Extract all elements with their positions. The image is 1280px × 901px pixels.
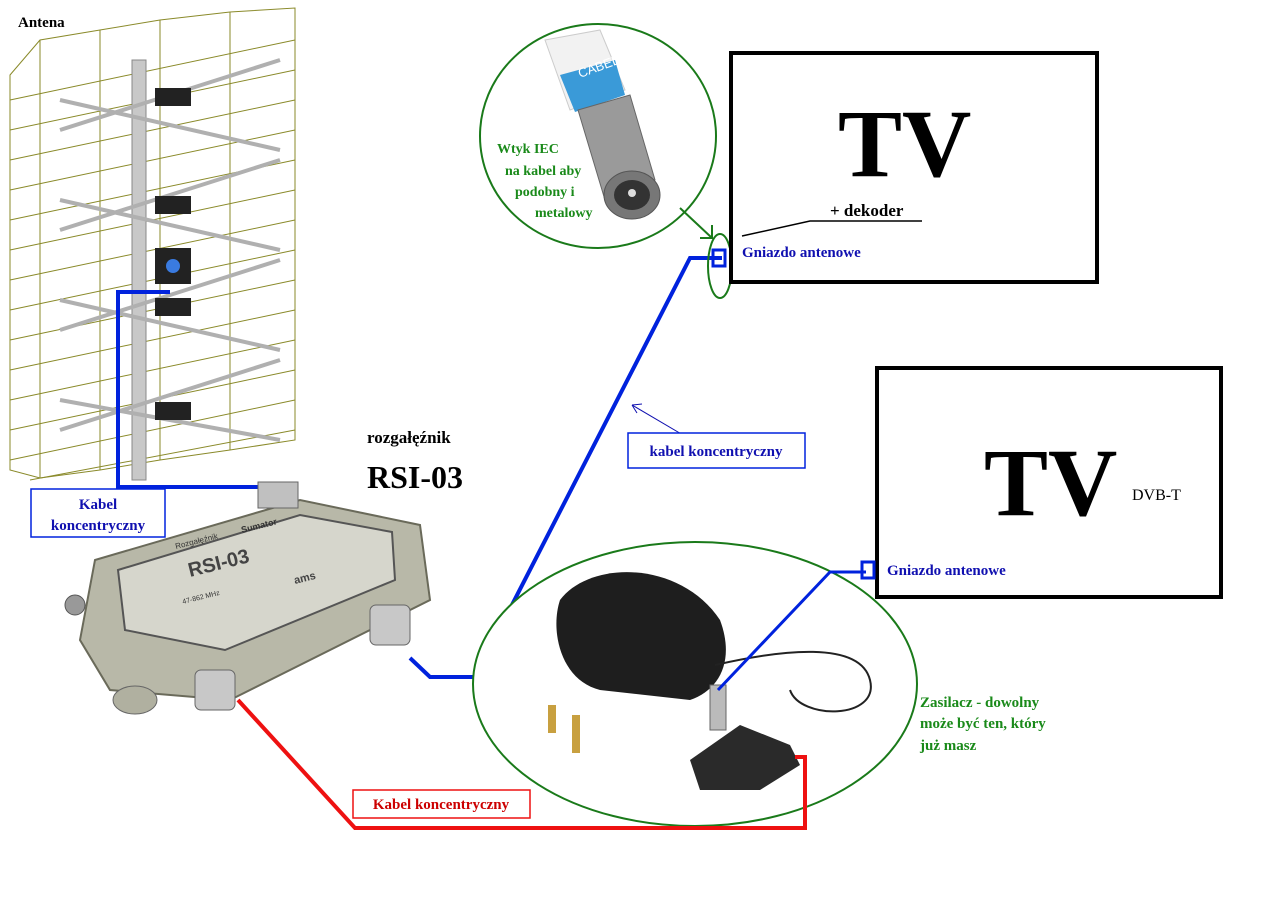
- power-supply-note: Zasilacz - dowolny może być ten, który j…: [919, 695, 1050, 754]
- cable-power-tv2: [716, 570, 866, 692]
- tv1-box: [729, 51, 1099, 284]
- power-supply-illustration: [548, 572, 872, 790]
- tv2-socket-label: Gniazdo antenowe: [887, 563, 1006, 579]
- antenna-illustration: [9, 7, 296, 481]
- tv2-box: [875, 366, 1223, 599]
- cable-bottom-label-box: [352, 789, 531, 819]
- tv2-title: TV: [984, 429, 1117, 536]
- tv1-title: TV: [838, 90, 971, 197]
- antenna-label: Antena: [18, 15, 65, 31]
- tv1-socket-connector: [711, 248, 727, 268]
- arrow-icon: [679, 207, 713, 239]
- cable-middle-label-box: [627, 432, 806, 469]
- splitter-plate-brand: ams: [293, 570, 317, 587]
- cable-left-label-box: [30, 488, 166, 538]
- splitter-type-label: rozgałęźnik: [367, 428, 451, 447]
- tv1-pointer-line: [741, 220, 922, 237]
- cable-bottom-label: Kabel koncentryczny: [373, 797, 510, 813]
- cable-left-label-line1: Kabel: [79, 497, 117, 513]
- cable-middle-label: kabel koncentryczny: [650, 444, 783, 460]
- cable-splitter-power: [236, 698, 807, 830]
- tv2-socket-connector: [860, 560, 876, 580]
- cable-left-label-line2: koncentryczny: [51, 518, 146, 534]
- tv2-subtitle: DVB-T: [1132, 487, 1181, 504]
- splitter-illustration: [64, 481, 432, 715]
- splitter-model-label: RSI-03: [367, 459, 463, 495]
- tv1-socket-label: Gniazdo antenowe: [742, 245, 861, 261]
- iec-plug-note: Wtyk IEC na kabel aby podobny i metalowy: [497, 142, 593, 221]
- tv1-subtitle: + dekoder: [830, 201, 904, 220]
- iec-plug-illustration: [544, 29, 661, 220]
